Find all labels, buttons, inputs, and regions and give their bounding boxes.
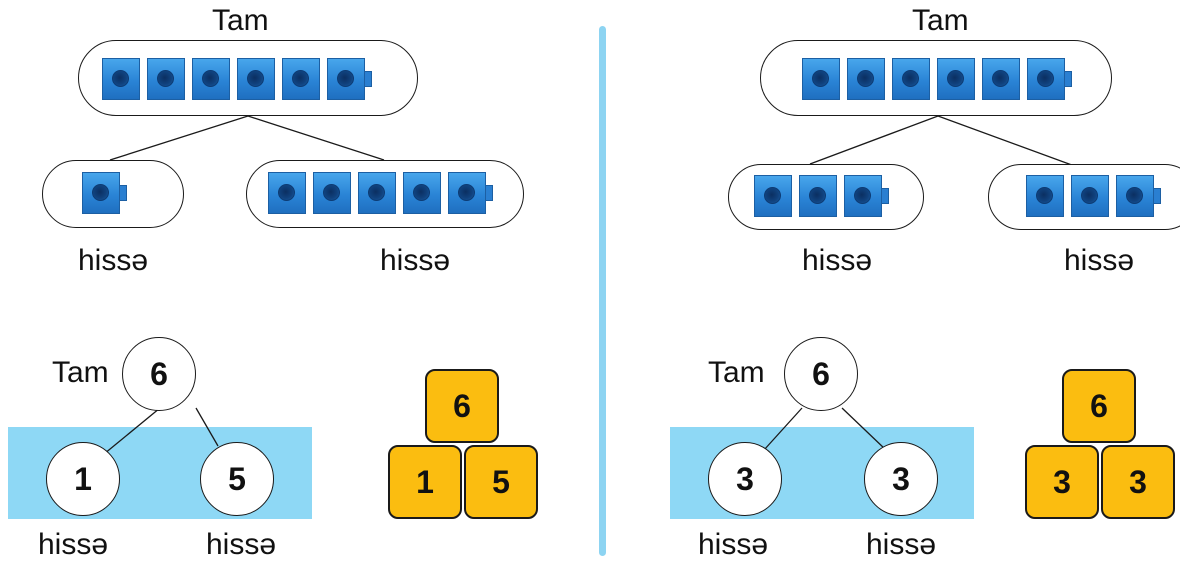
- unit-cube: [847, 58, 891, 100]
- bond-lines: [763, 407, 887, 451]
- bond-part-b-label: hissə: [866, 528, 937, 561]
- block-right: 5: [464, 445, 538, 519]
- unit-cube: [147, 58, 191, 100]
- part-a-label: hissə: [802, 244, 873, 277]
- unit-cube: [313, 172, 357, 214]
- unit-cube: [102, 58, 146, 100]
- panel-divider: [599, 26, 606, 556]
- bond-part-a-label: hissə: [698, 528, 769, 561]
- unit-cube: [1027, 58, 1072, 100]
- unit-cube: [1116, 175, 1161, 217]
- unit-cube: [327, 58, 372, 100]
- bond-lines: [103, 407, 219, 455]
- whole-cube-train: [102, 58, 372, 100]
- bond-whole-circle: 6: [784, 337, 858, 411]
- bond-part-a-circle: 1: [46, 442, 120, 516]
- unit-cube: [892, 58, 936, 100]
- unit-cube: [268, 172, 312, 214]
- whole-label: Tam: [912, 4, 969, 37]
- block-right: 3: [1101, 445, 1175, 519]
- unit-cube: [192, 58, 236, 100]
- unit-cube: [799, 175, 843, 217]
- unit-cube: [82, 172, 127, 214]
- block-top: 6: [425, 369, 499, 443]
- unit-cube: [448, 172, 493, 214]
- part-a-cube-train: [82, 172, 127, 214]
- bond-whole-label: Tam: [708, 356, 765, 389]
- unit-cube: [937, 58, 981, 100]
- part-b-cube-train: [1026, 175, 1161, 217]
- unit-cube: [982, 58, 1026, 100]
- bond-part-a-label: hissə: [38, 528, 109, 561]
- left-panel: Tam hissə hissə Tam 6 1 5 hissə hissə 6 …: [8, 4, 538, 561]
- part-a-cube-train: [754, 175, 889, 217]
- right-connector-lines: [809, 115, 1081, 169]
- unit-cube: [754, 175, 798, 217]
- whole-cube-train: [802, 58, 1072, 100]
- bond-whole-circle: 6: [122, 337, 196, 411]
- bond-part-b-circle: 5: [200, 442, 274, 516]
- bond-part-a-circle: 3: [708, 442, 782, 516]
- block-top: 6: [1062, 369, 1136, 443]
- part-b-label: hissə: [1064, 244, 1135, 277]
- unit-cube: [282, 58, 326, 100]
- unit-cube: [403, 172, 447, 214]
- unit-cube: [358, 172, 402, 214]
- block-left: 1: [388, 445, 462, 519]
- part-b-cube-train: [268, 172, 493, 214]
- unit-cube: [802, 58, 846, 100]
- unit-cube: [844, 175, 889, 217]
- unit-cube: [1071, 175, 1115, 217]
- bond-whole-label: Tam: [52, 356, 109, 389]
- unit-cube: [1026, 175, 1070, 217]
- right-panel: Tam hissə hissə Tam 6 3 3 hissə hissə 6 …: [590, 0, 1180, 562]
- block-left: 3: [1025, 445, 1099, 519]
- bond-part-b-circle: 3: [864, 442, 938, 516]
- part-b-label: hissə: [380, 244, 451, 277]
- part-a-label: hissə: [78, 244, 149, 277]
- left-connector-lines: [109, 115, 385, 161]
- whole-label: Tam: [212, 4, 269, 37]
- unit-cube: [237, 58, 281, 100]
- bond-part-b-label: hissə: [206, 528, 277, 561]
